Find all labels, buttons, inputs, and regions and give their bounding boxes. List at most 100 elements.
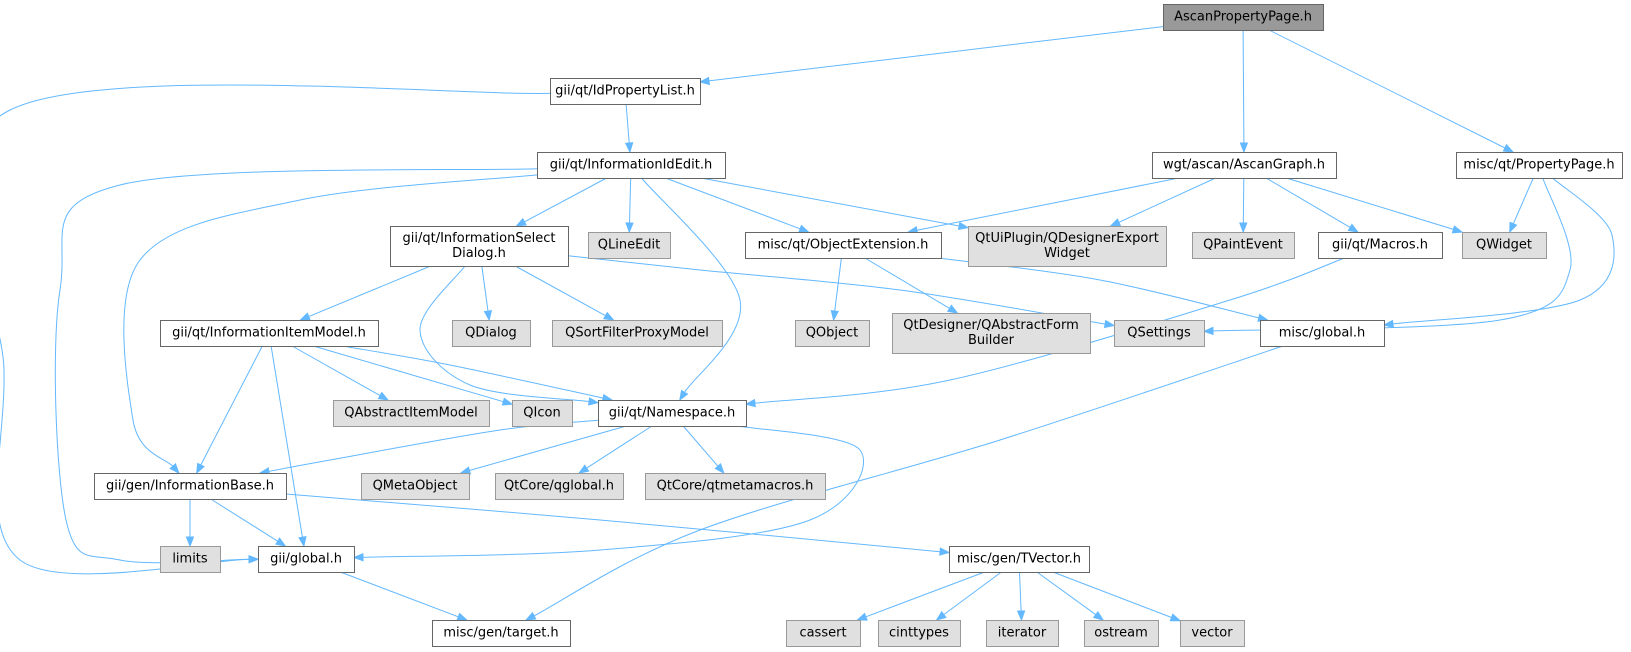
edge-line [567, 255, 1106, 325]
arrowhead [698, 76, 710, 86]
node-miscglobal[interactable]: misc/global.h [1260, 320, 1385, 347]
node-namespace[interactable]: gii/qt/Namespace.h [598, 400, 747, 427]
node-qmetaobject: QMetaObject [361, 473, 470, 500]
edge-line [864, 257, 950, 309]
arrowhead [603, 311, 615, 321]
edge-line [210, 498, 278, 542]
edge-proppage-to-qwidget [1509, 177, 1534, 234]
arrowhead [1103, 319, 1116, 329]
node-macros[interactable]: gii/qt/Macros.h [1318, 232, 1443, 259]
node-infoitemmodel[interactable]: gii/qt/InformationItemModel.h [160, 320, 379, 347]
node-objext[interactable]: misc/qt/ObjectExtension.h [745, 232, 942, 259]
edge-line [469, 425, 627, 471]
arrowhead [588, 397, 600, 406]
node-box [892, 313, 1091, 354]
edge-line [285, 493, 941, 553]
node-box [333, 400, 490, 427]
edge-line [313, 345, 504, 403]
node-box [1084, 620, 1159, 647]
edge-line [291, 345, 381, 397]
edge-infoselect-to-qsortfilter [515, 265, 615, 321]
node-label: QtCore/qglobal.h [504, 479, 614, 494]
arrowhead [1016, 610, 1026, 622]
node-label: vector [1191, 626, 1233, 641]
node-label: limits [172, 552, 208, 567]
node-label: AscanPropertyPage.h [1174, 10, 1312, 25]
arrowhead [196, 462, 205, 475]
arrowhead [939, 547, 951, 556]
edge-infoitemmodel-to-qicon [313, 345, 514, 406]
arrowhead [169, 463, 180, 475]
node-box [512, 400, 573, 427]
node-tvector[interactable]: misc/gen/TVector.h [949, 546, 1090, 573]
arrowhead [1239, 142, 1249, 154]
node-label: Widget [1044, 246, 1090, 261]
edge-tvector-to-cinttypes [935, 571, 1002, 621]
node-box [745, 232, 942, 259]
edge-root-to-proppage [1268, 29, 1515, 153]
node-qlineedit: QLineEdit [588, 232, 671, 259]
arrowhead [248, 555, 260, 564]
node-label: QObject [806, 326, 859, 341]
arrowhead [1509, 221, 1518, 234]
node-box [1163, 4, 1324, 31]
edge-line [1242, 177, 1245, 224]
node-qdialog: QDialog [452, 320, 531, 347]
node-limits: limits [160, 546, 221, 573]
node-proppage[interactable]: misc/qt/PropertyPage.h [1456, 152, 1623, 179]
edge-objext-to-qobject [830, 257, 842, 322]
node-root[interactable]: AscanPropertyPage.h [1163, 4, 1324, 31]
edge-line [200, 345, 263, 466]
arrowhead [624, 142, 634, 154]
edge-line [943, 571, 1002, 616]
node-infobase[interactable]: gii/gen/InformationBase.h [94, 473, 287, 500]
node-qsortfilter: QSortFilterProxyModel [552, 320, 723, 347]
node-box [588, 232, 671, 259]
node-idproplist[interactable]: gii/qt/IdPropertyList.h [550, 78, 701, 105]
arrowhead [1347, 223, 1360, 233]
node-box [1152, 152, 1337, 179]
node-label: wgt/ascan/AscanGraph.h [1163, 158, 1325, 173]
edge-infoidedit-to-infoselect [515, 177, 607, 227]
node-qwidget: QWidget [1462, 232, 1547, 259]
node-target[interactable]: misc/gen/target.h [432, 620, 571, 647]
node-qsettings: QSettings [1114, 320, 1205, 347]
edge-line [629, 177, 632, 224]
edge-line [1268, 29, 1506, 149]
arrowhead [679, 389, 689, 402]
node-label: gii/qt/IdPropertyList.h [555, 84, 695, 99]
arrowhead [185, 536, 195, 548]
edge-tvector-to-cassert [856, 571, 985, 621]
edge-proppage-to-miscglobal [1382, 177, 1615, 329]
arrowhead [299, 312, 311, 321]
edge-line [1052, 571, 1172, 618]
node-box [786, 620, 861, 647]
arrowhead [577, 464, 590, 474]
edge-line [708, 26, 1164, 82]
arrowhead [1169, 613, 1182, 622]
node-box [552, 320, 723, 347]
node-label: ostream [1094, 626, 1148, 641]
node-box [550, 78, 701, 105]
node-giiglobal[interactable]: gii/global.h [258, 546, 355, 573]
node-label: gii/qt/InformationItemModel.h [172, 326, 366, 341]
edge-line [682, 425, 719, 467]
node-ascangraph[interactable]: wgt/ascan/AscanGraph.h [1152, 152, 1337, 179]
edge-line [1036, 571, 1097, 616]
node-infoidedit[interactable]: gii/qt/InformationIdEdit.h [537, 152, 726, 179]
edge-line [0, 84, 551, 575]
edge-miscglobal-to-target [524, 345, 1284, 621]
arrowhead [714, 463, 725, 475]
edge-ascangraph-to-objext [906, 177, 1179, 235]
edge-line [524, 177, 607, 223]
arrowhead [501, 397, 514, 406]
node-box [94, 473, 287, 500]
arrowhead [515, 217, 527, 227]
node-label: gii/qt/Namespace.h [609, 406, 735, 421]
edge-line [515, 265, 606, 317]
edge-infoidedit-to-qtuiplugin [700, 177, 970, 231]
node-label: QWidget [1476, 238, 1532, 253]
node-box [1114, 320, 1205, 347]
